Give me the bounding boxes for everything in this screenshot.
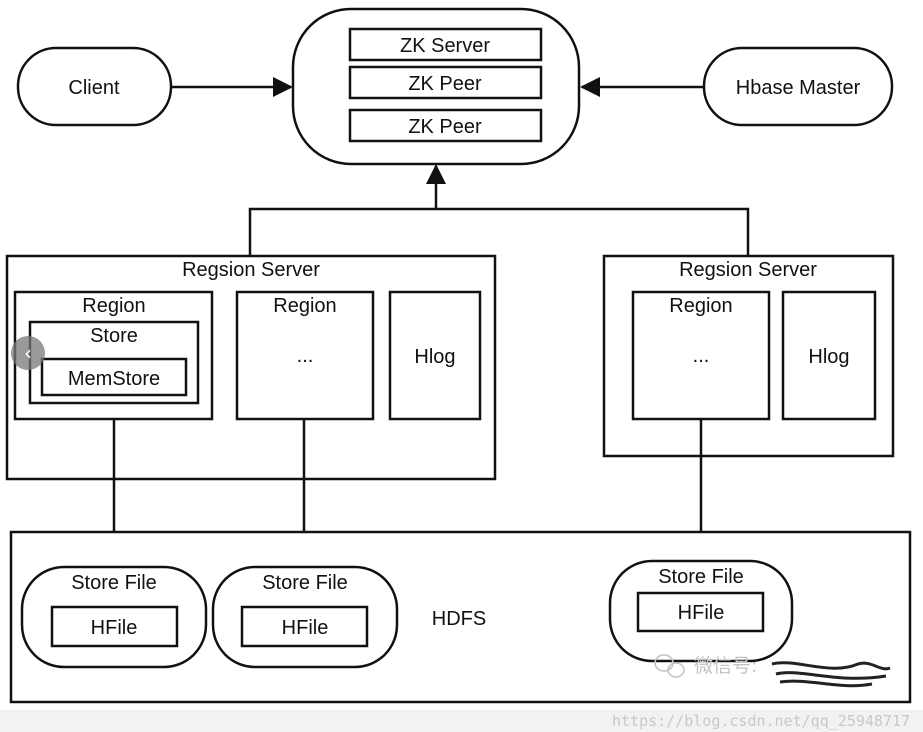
hfile-label-2: HFile <box>282 617 329 639</box>
hbase-master-label: Hbase Master <box>736 77 861 99</box>
memstore-label: MemStore <box>68 368 160 390</box>
region-ellipsis-left: ... <box>297 345 314 367</box>
hfile-box-2 <box>240 605 369 648</box>
zk-peer-label-2: ZK Peer <box>408 116 482 138</box>
bottom-bar: https://blog.csdn.net/qq_25948717 <box>0 710 923 732</box>
hlog-label-left: Hlog <box>414 346 455 368</box>
redacted-scribble <box>771 661 891 688</box>
url-watermark: https://blog.csdn.net/qq_25948717 <box>612 712 910 730</box>
hfile-label-1: HFile <box>91 617 138 639</box>
chevron-left-icon[interactable]: ‹ <box>11 336 45 370</box>
wechat-icon <box>654 654 685 678</box>
zk-server-box <box>348 27 543 62</box>
hlog-box-left <box>388 290 482 421</box>
region-label-left-1: Region <box>82 295 145 317</box>
store-label: Store <box>90 325 138 347</box>
hfile-label-3: HFile <box>678 602 725 624</box>
store-file-label-1: Store File <box>71 572 157 594</box>
zk-peer-box-2 <box>348 108 543 143</box>
region-servers-connector <box>248 207 750 255</box>
zk-server-label: ZK Server <box>400 35 490 57</box>
region-label-left-2: Region <box>273 295 336 317</box>
hfile-box-3 <box>636 591 765 633</box>
wechat-watermark-text: 微信号: <box>694 655 757 677</box>
hlog-label-right: Hlog <box>808 346 849 368</box>
hfile-box-1 <box>50 605 179 648</box>
hdfs-label: HDFS <box>432 608 486 630</box>
store-file-label-2: Store File <box>262 572 348 594</box>
hlog-box-right <box>781 290 877 421</box>
region-server-right-title: Regsion Server <box>679 259 817 281</box>
zk-peer-label-1: ZK Peer <box>408 73 482 95</box>
region-label-right: Region <box>669 295 732 317</box>
region-ellipsis-right: ... <box>693 345 710 367</box>
zk-peer-box-1 <box>348 65 543 100</box>
region-server-left-title: Regsion Server <box>182 259 320 281</box>
client-label: Client <box>68 77 120 99</box>
region-box-left-2 <box>235 290 375 421</box>
memstore-box <box>40 357 188 397</box>
store-file-label-3: Store File <box>658 566 744 588</box>
region-box-right <box>631 290 771 421</box>
